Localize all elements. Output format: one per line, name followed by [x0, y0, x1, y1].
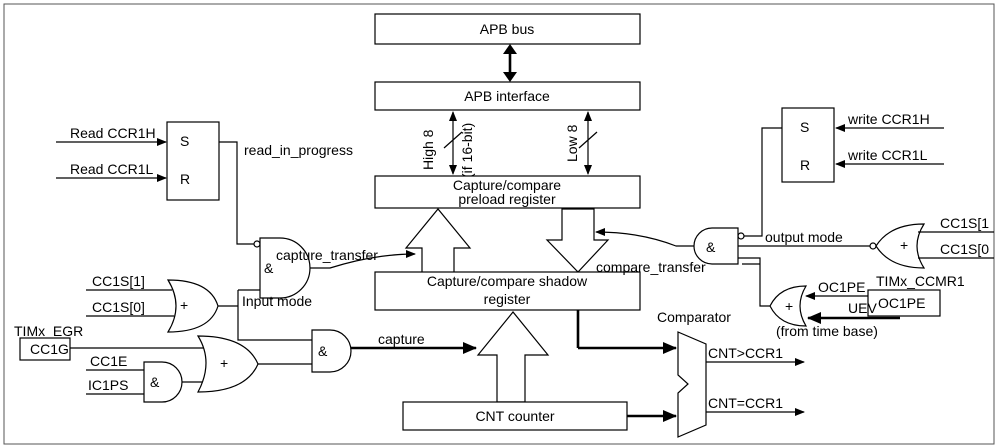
- preload-register-label-line1: Capture/compare: [453, 177, 561, 193]
- write-latch-r: R: [800, 157, 810, 173]
- compare-transfer-and-symbol: &: [706, 239, 716, 255]
- cnt-eq-ccr1-output: CNT=CCR1: [708, 395, 783, 411]
- counter-to-shadow-hollow-arrow: [476, 311, 550, 403]
- input-mode-signal: Input mode: [242, 293, 312, 309]
- capture-transfer-signal: capture_transfer: [276, 247, 378, 263]
- cc1s0-right-signal: CC1S[0: [940, 241, 989, 257]
- oc1pe-box: [867, 289, 941, 317]
- read-sr-latch: [166, 121, 220, 201]
- oc1pe-box-label: OC1PE: [878, 295, 925, 311]
- shadow-register-label-line1: Capture/compare shadow: [427, 273, 588, 289]
- low8-label: Low 8: [564, 124, 580, 162]
- comparator-block: [677, 331, 707, 438]
- capture-and-symbol: &: [318, 343, 328, 359]
- cc1e-ic1ps-and-gate: [143, 361, 183, 403]
- output-mode-or-symbol: +: [900, 237, 908, 253]
- timx-ccmr1-label: TIMx_CCMR1: [876, 273, 965, 289]
- capture-or-gate: [196, 335, 259, 393]
- capture-transfer-and-gate: [259, 237, 311, 299]
- read-in-progress-signal: read_in_progress: [244, 142, 353, 158]
- cc1g-label: CC1G: [30, 341, 69, 357]
- shadow-register-block: [374, 271, 641, 311]
- capture-transfer-hollow-arrow: [404, 208, 472, 281]
- cc1s1-left-signal: CC1S[1]: [92, 273, 145, 289]
- shadow-register-label-line2: register: [484, 291, 531, 307]
- input-mode-or-gate: [166, 279, 219, 333]
- write-ccr1h-signal: write CCR1H: [847, 111, 930, 127]
- compare-transfer-and-gate: [693, 227, 739, 265]
- write-sr-latch: [781, 107, 835, 183]
- diagram-frame: [3, 3, 995, 445]
- ic1ps-signal: IC1PS: [88, 377, 128, 393]
- oc1pe-signal: OC1PE: [818, 279, 865, 295]
- capture-transfer-and-symbol: &: [264, 260, 274, 276]
- if16bit-label: (if 16-bit): [459, 123, 475, 178]
- oc1pe-uev-or-gate: [769, 285, 808, 327]
- cnt-gt-ccr1-output: CNT>CCR1: [708, 345, 783, 361]
- cnt-counter-label: CNT counter: [475, 408, 554, 424]
- apb-bus-block: [374, 13, 641, 45]
- compare-transfer-hollow-arrow: [545, 208, 610, 273]
- output-mode-inverter: [869, 242, 877, 250]
- preload-register-block: [374, 175, 641, 209]
- read-in-progress-inverter: [253, 240, 261, 248]
- comparator-title: Comparator: [657, 309, 731, 325]
- preload-register-label-line2: preload register: [458, 191, 556, 207]
- read-ccr1l-signal: Read CCR1L: [70, 161, 153, 177]
- read-latch-r: R: [180, 171, 190, 187]
- read-latch-s: S: [180, 133, 189, 149]
- uev-signal: UEV: [848, 300, 877, 316]
- cc1g-box: [19, 337, 71, 361]
- apb-bus-label: APB bus: [480, 21, 534, 37]
- cc1s1-right-signal: CC1S[1: [940, 215, 989, 231]
- write-in-progress-inverter: [737, 232, 745, 240]
- output-mode-signal: output mode: [765, 229, 843, 245]
- output-mode-or-gate: [875, 223, 926, 269]
- apb-interface-label: APB interface: [464, 88, 550, 104]
- cc1s0-left-signal: CC1S[0]: [92, 299, 145, 315]
- input-mode-or-symbol: +: [180, 297, 188, 313]
- cc1e-signal: CC1E: [90, 353, 127, 369]
- cnt-counter-block: [402, 401, 628, 431]
- compare-transfer-signal: compare_transfer: [596, 259, 706, 275]
- write-ccr1l-signal: write CCR1L: [847, 147, 928, 163]
- cc1e-ic1ps-and-symbol: &: [150, 374, 160, 390]
- oc1pe-uev-or-symbol: +: [785, 298, 793, 314]
- capture-or-symbol: +: [220, 355, 228, 371]
- from-time-base-label: (from time base): [776, 323, 878, 339]
- read-ccr1h-signal: Read CCR1H: [70, 125, 156, 141]
- capture-signal: capture: [378, 331, 425, 347]
- apb-interface-block: [374, 81, 641, 111]
- write-latch-s: S: [800, 119, 809, 135]
- high8-label: High 8: [420, 129, 436, 170]
- timx-egr-label: TIMx_EGR: [14, 323, 83, 339]
- capture-and-gate: [311, 329, 352, 373]
